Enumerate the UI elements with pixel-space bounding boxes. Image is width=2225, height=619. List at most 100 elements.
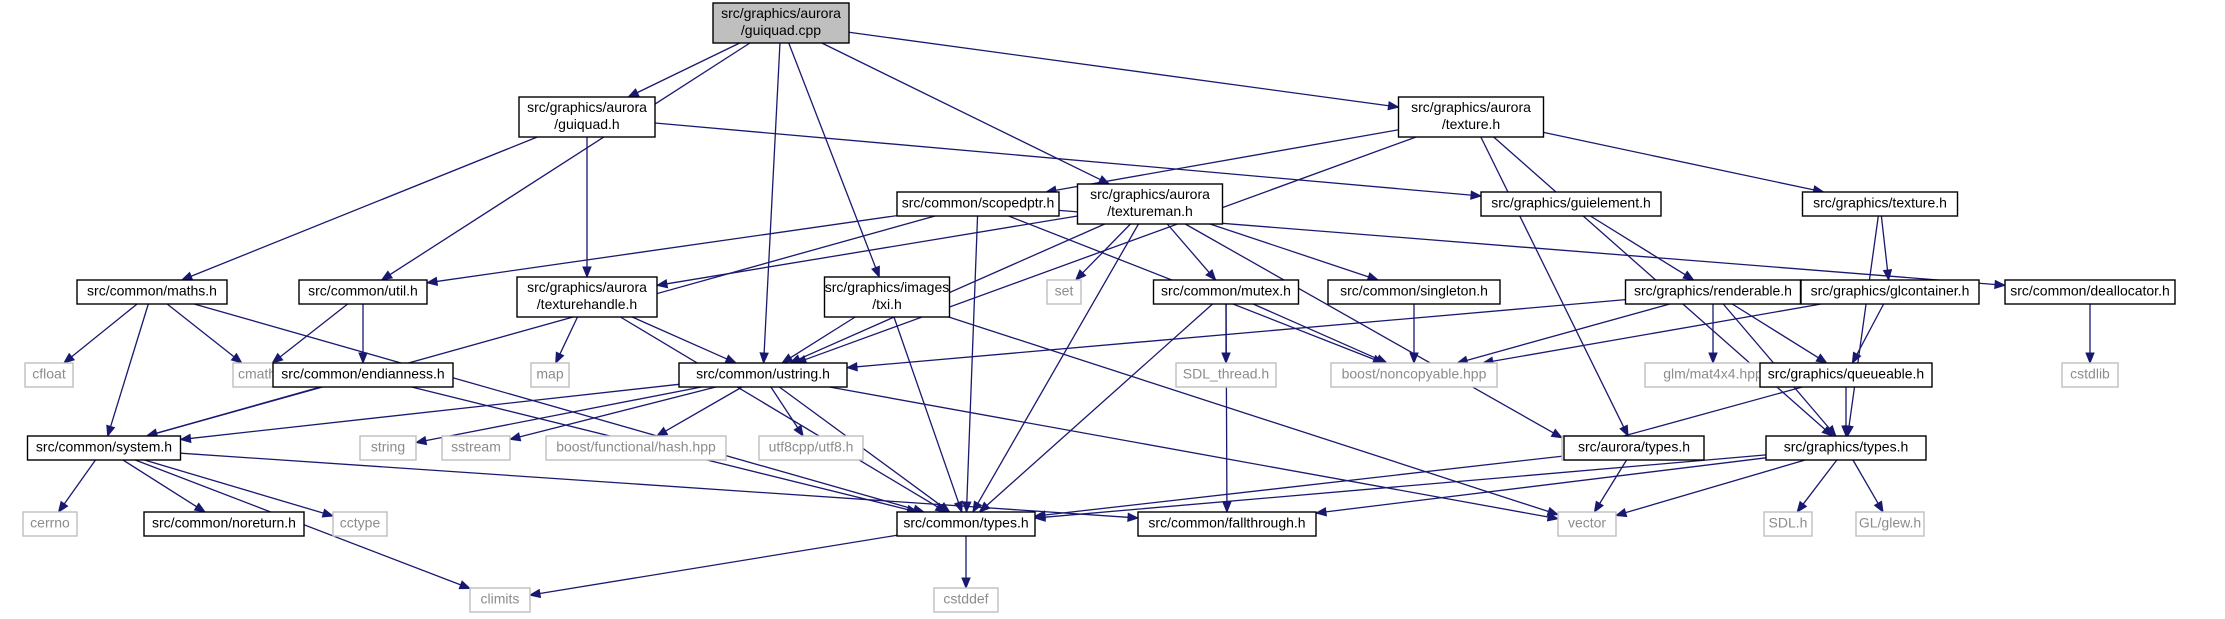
node-src-common-system-h[interactable]: src/common/system.h [26, 435, 182, 461]
node-label: src/common/system.h [36, 439, 172, 455]
edge-arrowhead [759, 352, 769, 365]
node-src-common-util-h[interactable]: src/common/util.h [298, 279, 428, 305]
edge-system_h-to-cerrno [57, 459, 97, 514]
node-src-graphics-queueable-h[interactable]: src/graphics/queueable.h [1759, 362, 1933, 388]
edge-arrowhead [582, 266, 592, 279]
node-src-graphics-types-h[interactable]: src/graphics/types.h [1765, 435, 1927, 461]
edge-line [190, 383, 680, 440]
node-box [1801, 191, 1959, 217]
edge-renderable_h-to-ustring_h [845, 298, 1626, 372]
node-src-graphics-aurora-texturehandle-h[interactable]: src/graphics/aurora/texturehandle.h [516, 276, 658, 318]
node-label: src/graphics/queueable.h [1768, 366, 1924, 382]
node-src-graphics-images-txi-h[interactable]: src/graphics/images/txi.h [823, 276, 951, 318]
edge-scopedptr_h-to-system_h [145, 215, 936, 438]
edge-arrowhead [1074, 269, 1087, 281]
edge-arrowhead [1841, 425, 1851, 438]
node-src-graphics-guielement-h[interactable]: src/graphics/guielement.h [1480, 191, 1662, 217]
edge-arrowhead [106, 424, 116, 438]
edge-scopedptr_h-to-common_types_h [962, 215, 979, 514]
node-src-graphics-renderable-h[interactable]: src/graphics/renderable.h [1624, 279, 1802, 305]
node-src-common-types-h[interactable]: src/common/types.h [896, 511, 1036, 537]
edge-line [1044, 454, 1767, 518]
node-box [441, 435, 511, 461]
node-label: cctype [340, 515, 381, 531]
edge-arrowhead [1550, 428, 1564, 439]
edge-gfx_types_h-to-fallthrough_h [1314, 457, 1767, 517]
node-src-aurora-types-h[interactable]: src/aurora/types.h [1563, 435, 1705, 461]
edge-arrowhead [1314, 507, 1327, 517]
node-src-graphics-texture-h[interactable]: src/graphics/texture.h [1801, 191, 1959, 217]
edge-arrowhead [458, 580, 472, 590]
edge-line [1325, 457, 1767, 513]
edge-texturehandle_h-to-map [555, 316, 579, 365]
edge-line [1082, 223, 1131, 274]
node-box [933, 587, 999, 613]
node-src-common-scopedptr-h[interactable]: src/common/scopedptr.h [896, 191, 1060, 217]
node-cctype: cctype [332, 511, 388, 537]
node-src-common-deallocator-h[interactable]: src/common/deallocator.h [2004, 279, 2176, 305]
node-src-common-singleton-h[interactable]: src/common/singleton.h [1327, 279, 1501, 305]
edge-textureman_h-to-common_types_h [972, 223, 1140, 514]
node-src-common-maths-h[interactable]: src/common/maths.h [76, 279, 228, 305]
edge-line [620, 316, 938, 508]
node-label: src/common/scopedptr.h [902, 195, 1055, 211]
node-cfloat: cfloat [24, 362, 74, 388]
node-label: SDL.h [1769, 515, 1808, 531]
edge-arrowhead [180, 271, 194, 281]
edge-line [1055, 129, 1399, 191]
node-src-common-fallthrough-h[interactable]: src/common/fallthrough.h [1137, 511, 1317, 537]
node-src-common-mutex-h[interactable]: src/common/mutex.h [1152, 279, 1300, 305]
edge-maths_h-to-cfloat [62, 303, 138, 364]
edge-txi_h-to-common_types_h [893, 316, 963, 514]
node-src-common-noreturn-h[interactable]: src/common/noreturn.h [143, 511, 305, 537]
node-cstddef: cstddef [933, 587, 999, 613]
edge-line [986, 303, 1213, 506]
node-sdl-h: SDL.h [1763, 511, 1813, 537]
edge-ustring_h-to-sstream [508, 386, 716, 442]
node-src-common-endianness-h[interactable]: src/common/endianness.h [272, 362, 454, 388]
edge-guiquad_cpp-to-txi_h [788, 42, 880, 279]
node-box [823, 276, 951, 318]
edge-line [977, 223, 1140, 504]
edge-ustring_h-to-string [414, 386, 702, 446]
node-boost-noncopyable-hpp: boost/noncopyable.hpp [1330, 362, 1498, 388]
edge-aurora_types_h-to-common_types_h [1033, 455, 1565, 520]
edge-texture_h_aurora-to-aurora_types_h [1480, 136, 1629, 438]
node-src-graphics-aurora-guiquad-h[interactable]: src/graphics/aurora/guiquad.h [518, 96, 656, 138]
edge-arrowhead [655, 279, 669, 289]
node-src-graphics-glcontainer-h[interactable]: src/graphics/glcontainer.h [1800, 279, 1980, 305]
edge-line [654, 122, 1472, 196]
node-src-common-ustring-h[interactable]: src/common/ustring.h [678, 362, 848, 388]
node-label: src/aurora/types.h [1578, 439, 1690, 455]
edge-line [1184, 223, 1554, 434]
edge-singleton_h-to-noncopyable [1409, 304, 1419, 365]
edge-line [1166, 223, 1210, 273]
node-label: src/graphics/renderable.h [1634, 283, 1792, 299]
edge-line [856, 298, 1626, 368]
node-box [1330, 362, 1498, 388]
node-src-graphics-aurora-texture-h[interactable]: src/graphics/aurora/texture.h [1397, 96, 1545, 138]
node-box [1046, 279, 1082, 305]
node-box [896, 191, 1060, 217]
edge-line [770, 386, 799, 429]
edge-line [71, 303, 138, 358]
node-box [896, 511, 1036, 537]
node-box [1800, 279, 1980, 305]
edge-texture_h_aurora-to-ustring_h [794, 136, 1417, 364]
edge-guiquad_cpp-to-texture_h_aurora [848, 31, 1400, 111]
node-box [545, 435, 727, 461]
node-src-graphics-aurora-guiquad-cpp[interactable]: src/graphics/aurora/guiquad.cpp [712, 2, 850, 44]
edge-gfx_types_h-to-glew_h [1852, 459, 1884, 514]
edge-guiquad_h-to-guielement_h [654, 122, 1483, 200]
node-box [758, 435, 864, 461]
node-set: set [1046, 279, 1082, 305]
node-src-graphics-aurora-textureman-h[interactable]: src/graphics/aurora/textureman.h [1076, 183, 1224, 225]
edge-guiquad_cpp-to-textureman_h [821, 42, 1111, 185]
edge-line [166, 303, 235, 358]
node-box [1137, 511, 1317, 537]
edge-common_types_h-to-climits [528, 534, 898, 599]
edge-line [436, 214, 898, 283]
node-box [712, 2, 850, 44]
edge-line [1590, 215, 1686, 276]
